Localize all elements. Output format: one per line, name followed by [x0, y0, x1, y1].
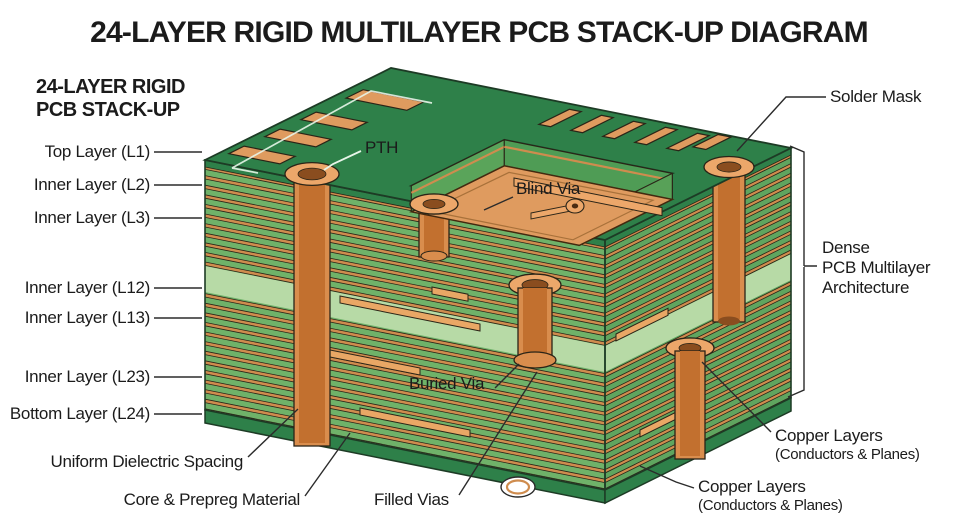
- page-title: 24-LAYER RIGID MULTILAYER PCB STACK-UP D…: [90, 16, 868, 49]
- leader-uniform-dielectric: [247, 408, 299, 458]
- leader-core-prepreg: [304, 432, 351, 497]
- label-top-layer-l1: Top Layer (L1): [45, 142, 150, 161]
- pcb-board-isometric: [202, 67, 794, 505]
- label-dense-line1: Dense: [822, 238, 870, 257]
- label-inner-layer-l2: Inner Layer (L2): [34, 175, 150, 194]
- smd-pad: [633, 126, 679, 146]
- leader-blind-via: [483, 196, 514, 211]
- smd-pad: [537, 108, 583, 128]
- leader-filled-vias: [458, 371, 538, 496]
- label-dense-line3: Architecture: [822, 278, 909, 297]
- label-filled-vias: Filled Vias: [374, 490, 449, 509]
- label-dense-line2: PCB Multilayer: [822, 258, 931, 277]
- annotation-layer: 24-LAYER RIGID MULTILAYER PCB STACK-UP D…: [10, 16, 931, 514]
- smd-pad: [299, 111, 369, 131]
- leader-solder-mask: [736, 96, 826, 152]
- label-copper-layers-bottom-title: Copper Layers: [698, 477, 806, 496]
- label-inner-layer-l12: Inner Layer (L12): [25, 278, 150, 297]
- top-flanges: [284, 155, 755, 215]
- label-inner-layer-l13: Inner Layer (L13): [25, 308, 150, 327]
- smd-pad: [569, 114, 615, 134]
- silkscreen-outline: [231, 90, 433, 174]
- diagram-subtitle-line2: PCB STACK-UP: [36, 99, 180, 121]
- smd-pad: [691, 133, 733, 151]
- diagram-subtitle-line1: 24-LAYER RIGID: [36, 76, 185, 98]
- label-pth: PTH: [365, 138, 398, 157]
- dense-architecture-bracket: [787, 145, 817, 398]
- label-core-prepreg-material: Core & Prepreg Material: [124, 490, 300, 509]
- label-bottom-layer-l24: Bottom Layer (L24): [10, 404, 150, 423]
- label-inner-layer-l3: Inner Layer (L3): [34, 208, 150, 227]
- smd-pad: [227, 145, 297, 165]
- label-solder-mask: Solder Mask: [830, 87, 922, 106]
- top-face-details: [227, 89, 733, 174]
- label-buried-via: Buried Via: [409, 374, 485, 393]
- cutaway-pocket: [408, 138, 675, 247]
- leader-buried-via: [494, 363, 520, 389]
- leader-copper-layers-right: [701, 361, 772, 433]
- label-inner-layer-l23: Inner Layer (L23): [25, 367, 150, 386]
- label-uniform-dielectric-spacing: Uniform Dielectric Spacing: [51, 452, 244, 471]
- label-copper-layers-right-subtitle: (Conductors & Planes): [775, 446, 920, 463]
- smd-pad: [601, 120, 647, 140]
- smd-pad: [665, 132, 711, 152]
- vias: [293, 168, 746, 460]
- label-blind-via: Blind Via: [516, 179, 581, 198]
- pth-leader-white: [323, 150, 362, 171]
- leader-copper-layers-bottom: [639, 465, 695, 489]
- label-copper-layers-bottom-subtitle: (Conductors & Planes): [698, 497, 843, 514]
- label-copper-layers-right-title: Copper Layers: [775, 426, 883, 445]
